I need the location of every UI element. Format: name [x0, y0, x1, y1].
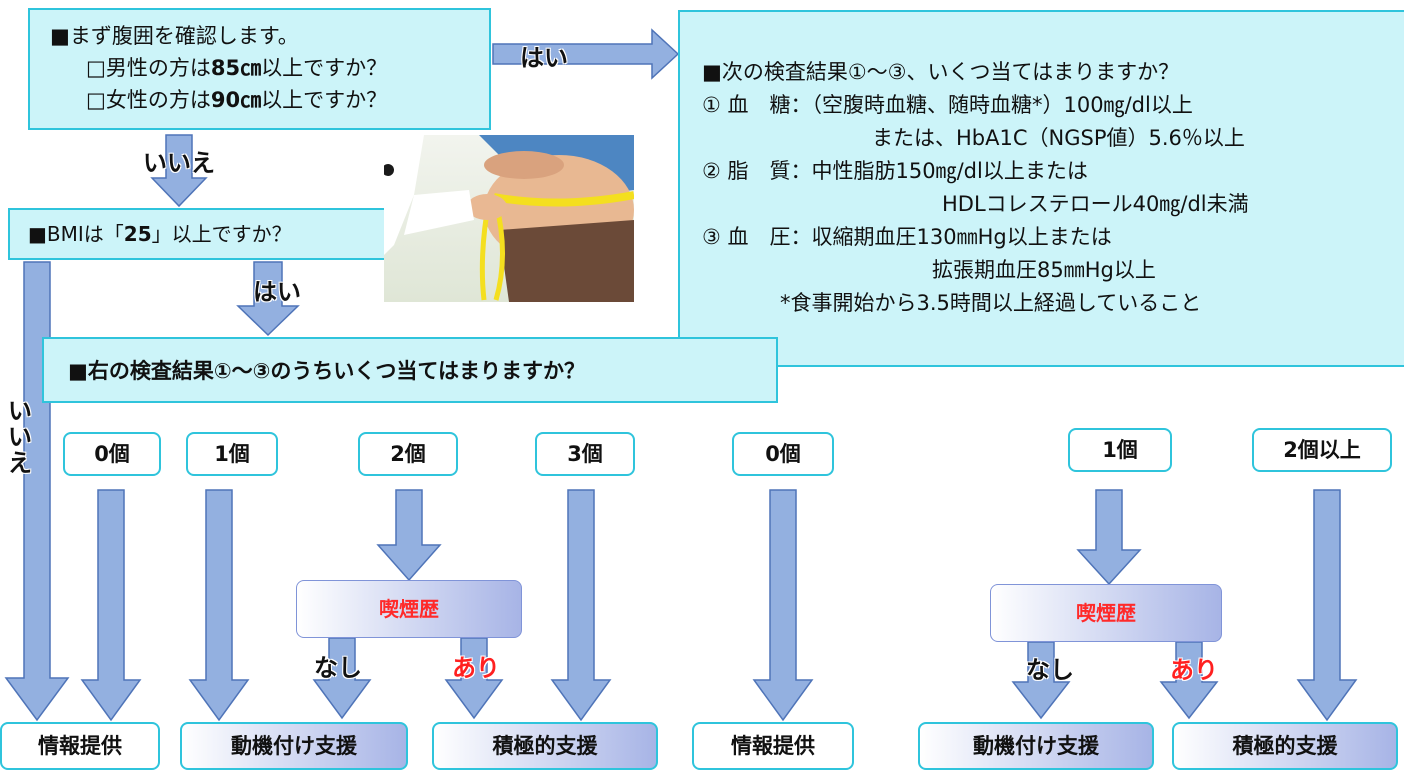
label-nashi-right: なし — [1026, 656, 1074, 684]
criteria-box: ■次の検査結果①～③、いくつ当てはまりますか？ ① 血 糖：（空腹時血糖、随時血… — [678, 10, 1404, 367]
result-motivation-left: 動機付け支援 — [180, 722, 408, 770]
bmi-threshold: 25 — [123, 222, 152, 246]
bmi-prefix: ■BMIは「 — [28, 222, 124, 246]
count-0-box: 0個 — [63, 432, 161, 476]
arrow-yes-top — [492, 28, 680, 80]
result-info-left: 情報提供 — [0, 722, 160, 770]
waist-question-female: □女性の方は90㎝以上ですか？ — [50, 84, 489, 116]
count-question-box: ■右の検査結果①～③のうちいくつ当てはまりますか？ — [42, 337, 778, 403]
arrow-smoke-nashi — [312, 637, 372, 720]
criteria-pressure: ③ 血 圧：収縮期血圧130㎜Hg以上または — [702, 225, 1112, 249]
male-threshold: 85㎝ — [210, 56, 262, 80]
smoking-history-right: 喫煙歴 — [990, 584, 1222, 642]
bmi-question-box: ■BMIは「25」以上ですか？ — [8, 208, 415, 260]
criteria-lipid: ② 脂 質：中性脂肪150㎎/dl以上または — [702, 159, 1088, 183]
criteria-pressure-alt: 拡張期血圧85㎜Hg以上 — [932, 258, 1156, 282]
right-count-0-box: 0個 — [732, 432, 834, 476]
label-ari-right: あり — [1170, 656, 1218, 684]
male-prefix: □男性の方は — [86, 56, 211, 80]
arrow-r2 — [1296, 489, 1358, 722]
smoking-history-left: 喫煙歴 — [296, 580, 522, 638]
waist-question-box: ■まず腹囲を確認します。 □男性の方は85㎝以上ですか？ □女性の方は90㎝以上… — [28, 8, 491, 130]
criteria-heading: ■次の検査結果①～③、いくつ当てはまりますか？ — [702, 60, 1180, 84]
label-no-top: いいえ — [143, 149, 215, 177]
waist-measurement-illustration — [384, 135, 634, 302]
result-active-right: 積極的支援 — [1172, 722, 1398, 770]
arrow-c1 — [188, 489, 250, 722]
result-motivation-right: 動機付け支援 — [918, 722, 1154, 770]
arrow-r1 — [1076, 489, 1142, 586]
arrow-c2 — [376, 489, 442, 582]
count-2-box: 2個 — [358, 432, 458, 476]
result-info-right: 情報提供 — [692, 722, 854, 770]
waist-question-title: ■まず腹囲を確認します。 — [50, 24, 299, 48]
waist-question-male: □男性の方は85㎝以上ですか？ — [50, 52, 489, 84]
female-suffix: 以上ですか？ — [261, 88, 388, 112]
result-active-left: 積極的支援 — [432, 722, 658, 770]
arrow-rsmoke-ari — [1159, 641, 1219, 720]
criteria-note: *食事開始から3.5時間以上経過していること — [780, 291, 1202, 315]
label-nashi-left: なし — [314, 654, 362, 682]
label-ari-left: あり — [452, 654, 500, 682]
arrow-yes-mid — [236, 261, 300, 337]
arrow-no-side — [4, 261, 70, 722]
count-3-box: 3個 — [535, 432, 635, 476]
arrow-c0 — [80, 489, 142, 722]
right-count-1-box: 1個 — [1068, 428, 1172, 472]
label-no-side: いいえ — [8, 397, 32, 477]
criteria-glucose-alt: または、HbA1C（NGSP値）5.6％以上 — [872, 126, 1245, 150]
arrow-smoke-ari — [444, 637, 504, 720]
count-question-text: ■右の検査結果①～③のうちいくつ当てはまりますか？ — [68, 359, 585, 383]
female-threshold: 90㎝ — [210, 88, 262, 112]
arrow-r0 — [752, 489, 814, 722]
male-suffix: 以上ですか？ — [261, 56, 388, 80]
arrow-no-top — [150, 134, 208, 208]
criteria-lipid-alt: HDLコレステロール40㎎/dl未満 — [942, 192, 1249, 216]
right-count-2plus-box: 2個以上 — [1252, 428, 1392, 472]
arrow-c3 — [550, 489, 612, 722]
bmi-suffix: 」以上ですか？ — [151, 222, 292, 246]
criteria-glucose: ① 血 糖：（空腹時血糖、随時血糖*）100㎎/dl以上 — [702, 93, 1193, 117]
female-prefix: □女性の方は — [86, 88, 211, 112]
label-yes-mid: はい — [253, 278, 301, 306]
count-1-box: 1個 — [186, 432, 278, 476]
label-yes-top: はい — [520, 44, 568, 72]
arrow-rsmoke-nashi — [1011, 641, 1071, 720]
